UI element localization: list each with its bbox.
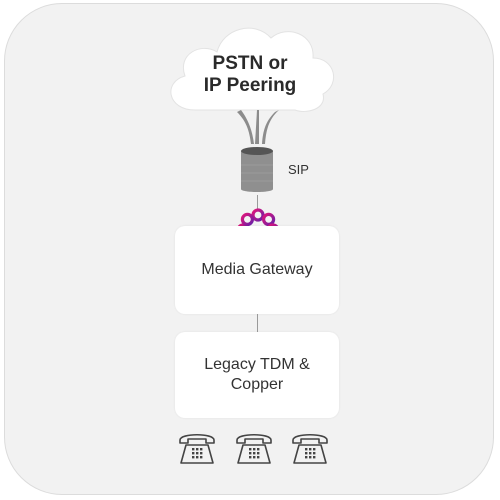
signal-streams	[237, 110, 279, 144]
sip-label: SIP	[288, 162, 309, 177]
cloud-label-line1: PSTN or	[212, 53, 288, 74]
desk-phone-icon	[179, 433, 215, 464]
cloud-label-line2: IP Peering	[203, 75, 297, 96]
media-gateway-box: Media Gateway	[175, 226, 339, 314]
cloud-label: PSTN or IP Peering	[155, 53, 345, 97]
media-gateway-label: Media Gateway	[201, 261, 313, 278]
legacy-tdm-box: Legacy TDM & Copper	[175, 332, 339, 418]
desk-phone-icon	[292, 433, 328, 464]
cloud-icon	[170, 27, 334, 112]
desk-phone-icon	[236, 433, 272, 464]
connector-sip-gateway	[257, 195, 258, 209]
legacy-label-line2: Copper	[230, 376, 284, 393]
pstn-cloud: PSTN or IP Peering	[155, 10, 345, 120]
connector-gateway-legacy	[257, 314, 258, 332]
server-cylinder-icon	[241, 147, 273, 192]
legacy-label-line1: Legacy TDM &	[204, 356, 310, 373]
